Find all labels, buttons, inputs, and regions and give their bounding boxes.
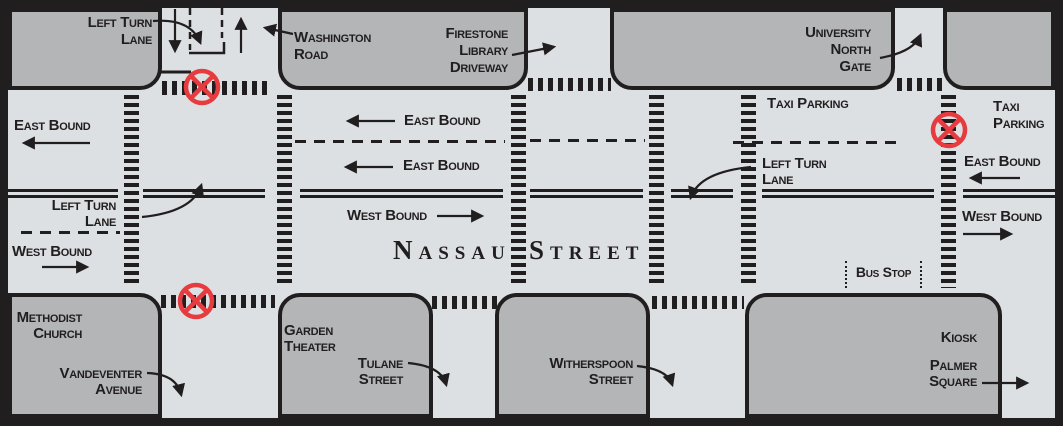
- block-witherspoon: [495, 293, 650, 418]
- university-gate-label: University North Gate: [805, 24, 871, 75]
- bus-stop-label: Bus Stop: [855, 264, 912, 280]
- lane-divider-dashed: [295, 140, 505, 143]
- vandeventer-avenue-label: Vandeventer Avenue: [59, 365, 143, 398]
- block-university: [610, 8, 895, 90]
- west-bound-left-label: West Bound: [12, 243, 92, 260]
- palmer-square-label: Palmer Square: [929, 357, 977, 390]
- center-line: [671, 189, 733, 198]
- east-bound-left-label: East Bound: [14, 117, 91, 134]
- kiosk-label: Kiosk: [940, 329, 978, 346]
- center-line: [143, 189, 265, 198]
- crosswalk-washington-road: [162, 81, 271, 95]
- block-palmer-square: [745, 293, 1002, 418]
- crosswalk-garden: [277, 95, 292, 287]
- left-turn-lane-top-label: Left Turn Lane: [87, 14, 153, 48]
- block-top-left: [8, 8, 162, 90]
- east-bound-right-label: East Bound: [964, 153, 1041, 170]
- block-firestone: [278, 8, 528, 90]
- crosswalk-vandeventer: [161, 295, 275, 308]
- lane-divider-dashed: [530, 139, 645, 142]
- east-bound-mid-upper-label: East Bound: [404, 112, 481, 129]
- crosswalk-witherspoon-street: [652, 296, 744, 309]
- street-name-nassau: Nassau: [393, 235, 511, 265]
- washington-road-label: Washington Road: [294, 29, 371, 63]
- street-name-street: Street: [529, 235, 645, 265]
- witherspoon-street-label: Witherspoon Street: [549, 355, 633, 388]
- center-line: [963, 189, 1055, 198]
- lane-divider-dashed: [733, 141, 901, 144]
- firestone-driveway-label: Firestone Library Driveway: [445, 25, 509, 76]
- block-methodist-church: [8, 293, 162, 418]
- crosswalk-witherspoon-west: [741, 95, 756, 287]
- bus-stop-zone: Bus Stop: [845, 261, 922, 288]
- crosswalk-university-gate: [897, 78, 942, 91]
- center-line: [8, 189, 118, 198]
- crosswalk-firestone: [511, 95, 526, 287]
- left-turn-lane-right-label: Left Turn Lane: [762, 155, 827, 188]
- crosswalk-firestone-driveway: [528, 78, 611, 91]
- center-line: [762, 189, 934, 198]
- garden-theater-label: Garden Theater: [284, 322, 336, 355]
- left-turn-lane-left-label: Left Turn Lane: [51, 197, 117, 230]
- west-bound-right-label: West Bound: [962, 208, 1042, 225]
- west-bound-mid-label: West Bound: [347, 207, 427, 224]
- block-top-right: [943, 8, 1055, 90]
- taxi-parking-mid-label: Taxi Parking: [767, 95, 849, 112]
- taxi-parking-right-label: Taxi Parking: [993, 98, 1045, 132]
- crosswalk-left: [124, 95, 139, 287]
- east-bound-mid-lower-label: East Bound: [403, 157, 480, 174]
- lane-divider-dashed: [21, 231, 120, 234]
- tulane-street-label: Tulane Street: [357, 355, 404, 388]
- crosswalk-tulane: [432, 296, 500, 309]
- block-garden-theater: [278, 293, 433, 418]
- crosswalk-witherspoon-east: [649, 95, 664, 287]
- methodist-church-label: Methodist Church: [16, 309, 83, 342]
- center-line: [300, 189, 503, 198]
- center-line: [530, 189, 643, 198]
- crosswalk-palmer: [941, 95, 956, 288]
